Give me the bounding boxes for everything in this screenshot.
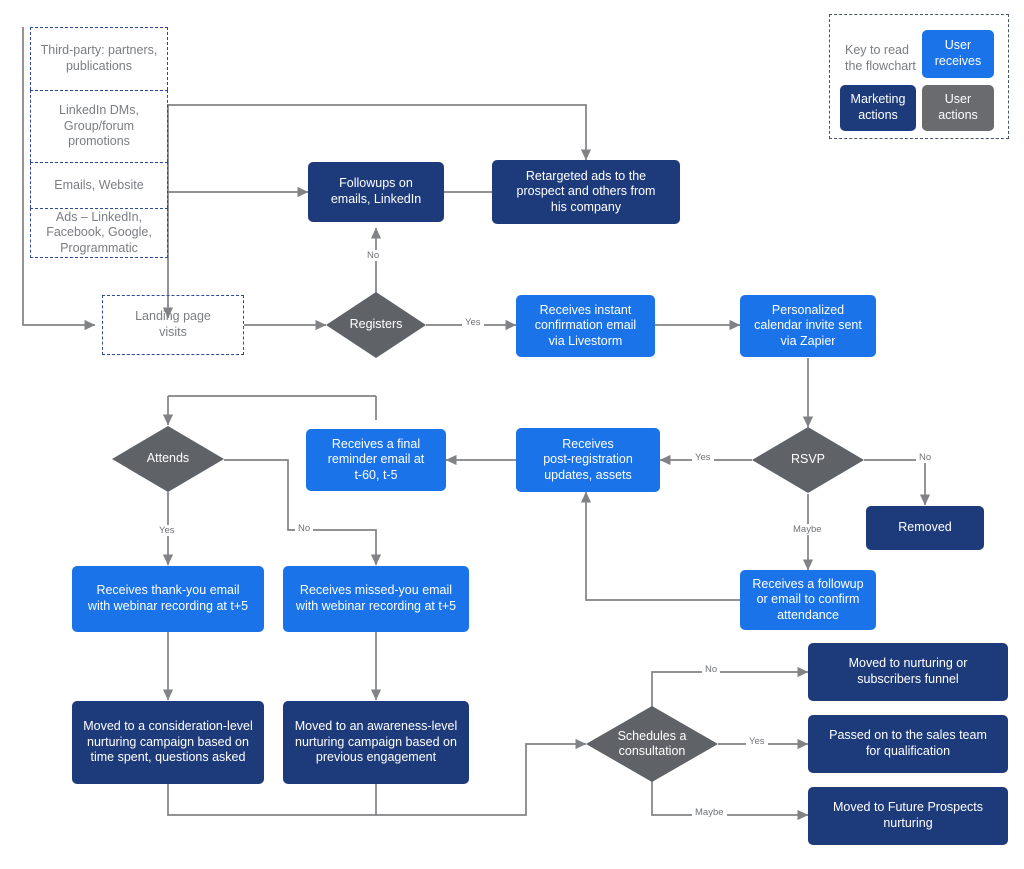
legend-chip-user-receives: User receives <box>922 30 994 78</box>
edge-label-registers-no: No <box>364 250 383 261</box>
node-confirmation-email: Receives instant confirmation email via … <box>516 295 655 357</box>
node-followup-confirm-attendance: Receives a followup or email to confirm … <box>740 570 876 630</box>
node-rsvp-label: RSVP <box>790 452 826 467</box>
node-removed: Removed <box>866 506 984 550</box>
source-ads: Ads – LinkedIn, Facebook, Google, Progra… <box>30 208 168 258</box>
node-awareness-nurturing: Moved to an awareness-level nurturing ca… <box>283 701 469 784</box>
node-retargeted-ads: Retargeted ads to the prospect and other… <box>492 160 680 224</box>
legend-chip-marketing-actions: Marketing actions <box>840 85 916 131</box>
node-attends-decision: Attends <box>112 426 224 492</box>
edge-label-schedules-yes: Yes <box>746 736 768 747</box>
source-third-party: Third-party: partners, publications <box>30 27 168 90</box>
edge-label-schedules-no: No <box>702 664 721 675</box>
node-registers-decision: Registers <box>326 292 426 358</box>
edge-label-attends-yes: Yes <box>156 525 178 536</box>
edge-label-rsvp-yes: Yes <box>692 452 714 463</box>
edge-label-rsvp-no: No <box>916 452 935 463</box>
legend-title: Key to read the flowchart <box>845 43 916 74</box>
node-registers-label: Registers <box>349 317 403 332</box>
source-linkedin-dms: LinkedIn DMs, Group/forum promotions <box>30 90 168 162</box>
legend-chip-user-actions: User actions <box>922 85 994 131</box>
node-nurturing-subscribers-funnel: Moved to nurturing or subscribers funnel <box>808 643 1008 701</box>
edge-label-registers-yes: Yes <box>462 317 484 328</box>
node-post-registration: Receives post-registration updates, asse… <box>516 428 660 492</box>
node-calendar-invite: Personalized calendar invite sent via Za… <box>740 295 876 357</box>
edge-label-rsvp-maybe: Maybe <box>790 524 825 535</box>
node-rsvp-decision: RSVP <box>752 427 864 493</box>
node-followups: Followups on emails, LinkedIn <box>308 162 444 222</box>
node-consideration-nurturing: Moved to a consideration-level nurturing… <box>72 701 264 784</box>
node-schedules-label: Schedules a consultation <box>617 728 687 758</box>
node-final-reminder: Receives a final reminder email at t-60,… <box>306 429 446 491</box>
node-attends-label: Attends <box>146 451 190 466</box>
node-schedules-consultation-decision: Schedules a consultation <box>586 706 718 782</box>
node-landing-page-visits: Landing page visits <box>102 295 244 355</box>
edge-label-attends-no: No <box>295 523 314 534</box>
node-sales-team: Passed on to the sales team for qualific… <box>808 715 1008 773</box>
node-future-prospects: Moved to Future Prospects nurturing <box>808 787 1008 845</box>
source-emails-website: Emails, Website <box>30 162 168 208</box>
edge-label-schedules-maybe: Maybe <box>692 807 727 818</box>
node-thank-you-email: Receives thank-you email with webinar re… <box>72 566 264 632</box>
node-missed-you-email: Receives missed-you email with webinar r… <box>283 566 469 632</box>
